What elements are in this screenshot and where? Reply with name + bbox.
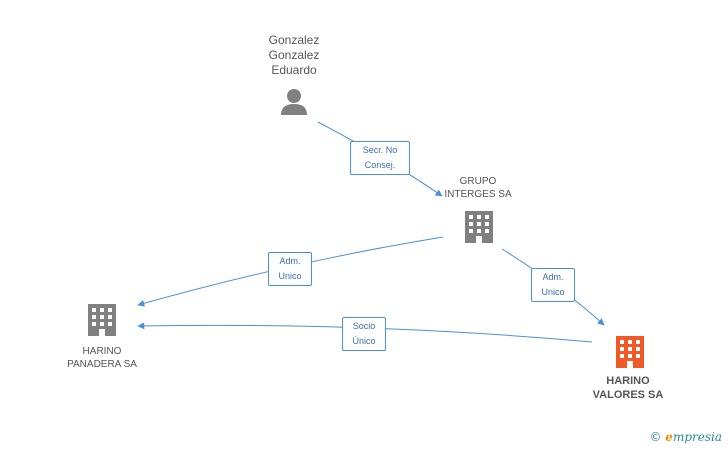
edge-label-socio: Socio Único bbox=[342, 317, 386, 351]
edge-label-line: Unico bbox=[278, 271, 302, 281]
person-icon bbox=[281, 89, 307, 115]
edge-label-line: Consej. bbox=[364, 160, 396, 170]
copyright-symbol: © bbox=[649, 430, 662, 444]
edge-label-line: Unico bbox=[541, 287, 565, 297]
building-icon bbox=[465, 211, 493, 243]
edge-label-line: Socio bbox=[352, 321, 376, 331]
edge-label-line: Secr. No bbox=[362, 145, 398, 155]
person-name[interactable]: Gonzalez Gonzalez Eduardo bbox=[268, 33, 320, 77]
edge-label-line: Adm. bbox=[542, 272, 564, 282]
brand-initial: e bbox=[665, 430, 673, 444]
building-icon bbox=[88, 304, 116, 336]
edge-label-line: Único bbox=[352, 336, 376, 346]
edge-label-adm-right: Adm. Unico bbox=[531, 268, 575, 302]
brand-logo[interactable]: © empresia bbox=[649, 430, 722, 444]
company-name-valores[interactable]: HARINO VALORES SA bbox=[592, 375, 664, 401]
company-name-grupo[interactable]: GRUPO INTERGES SA bbox=[444, 176, 512, 200]
edge-label-secr: Secr. No Consej. bbox=[350, 141, 410, 175]
edge-label-adm-left: Adm. Unico bbox=[268, 252, 312, 286]
edge-label-line: Adm. bbox=[279, 256, 301, 266]
brand-name: mpresia bbox=[672, 430, 722, 444]
company-name-panadera[interactable]: HARINO PANADERA SA bbox=[67, 346, 137, 370]
building-icon bbox=[616, 336, 644, 368]
